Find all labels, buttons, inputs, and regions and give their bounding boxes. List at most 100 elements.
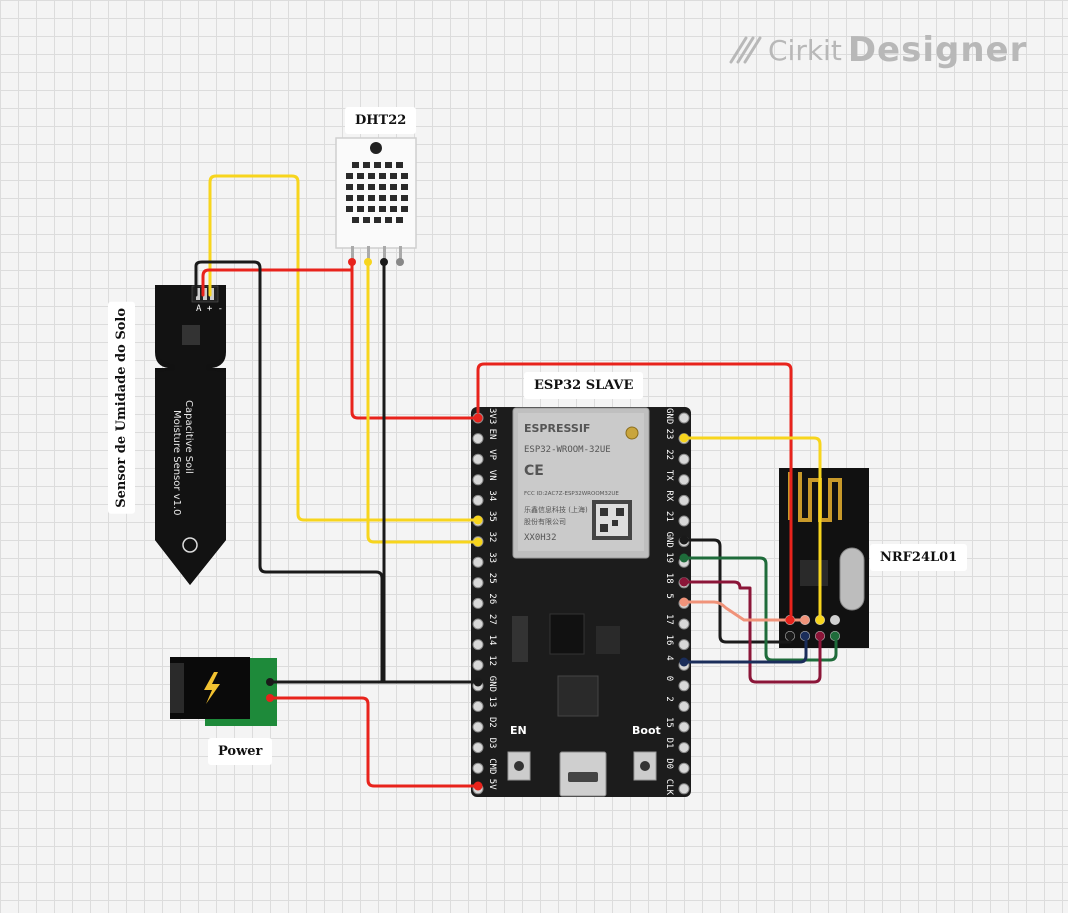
cirkit-designer-logo: Cirkit Designer	[728, 30, 1027, 70]
wire-nrf-mosi	[682, 436, 822, 622]
esp32-right-pin-label: 22	[664, 449, 674, 460]
esp32-left-pin-label: 13	[487, 696, 497, 707]
logo-name-bold: Designer	[847, 30, 1028, 70]
esp32-right-pin-label: 0	[664, 676, 674, 681]
esp32-right-pin-10[interactable]	[678, 618, 690, 630]
esp32-right-pin-17[interactable]	[678, 762, 690, 774]
wire-nrf-vcc	[476, 362, 793, 622]
esp32-left-pin-17[interactable]	[472, 762, 484, 774]
esp32-right-pin-label: 5	[664, 593, 674, 598]
svg-text:A + -: A + -	[196, 304, 223, 314]
esp32-right-pin-label: 21	[664, 511, 674, 522]
esp32-right-pin-4[interactable]	[678, 494, 690, 506]
svg-text:CE: CE	[524, 463, 544, 479]
wire-soil-vcc	[201, 268, 354, 297]
esp32-left-pin-11[interactable]	[472, 639, 484, 651]
esp32-left-pin-label: 3V3	[487, 408, 497, 424]
wire-nrf-miso	[682, 556, 838, 662]
esp32-right-pin-14[interactable]	[678, 700, 690, 712]
soil-moisture-sensor[interactable]: A + - Capacitive Soil Moisture Sensor v1…	[155, 285, 226, 585]
esp32-left-pin-label: 27	[487, 614, 497, 625]
esp32-right-pin-11[interactable]	[678, 639, 690, 651]
en-button-label: EN	[510, 724, 527, 737]
esp32-right-pin-label: D1	[664, 738, 674, 749]
wire-endpoints	[266, 258, 840, 791]
esp32-right-pin-label: 16	[664, 635, 674, 646]
esp32-board[interactable]: ESPRESSIF ESP32-WROOM-32UE CE FCC ID:2AC…	[471, 407, 691, 797]
esp32-right-pin-3[interactable]	[678, 474, 690, 486]
esp32-right-pin-label: 23	[664, 429, 674, 440]
wire-power-5v	[268, 696, 480, 788]
esp32-left-pin-label: EN	[487, 429, 497, 440]
esp32-left-pin-8[interactable]	[472, 577, 484, 589]
en-button[interactable]	[507, 751, 531, 781]
esp32-right-pin-label: 18	[664, 573, 674, 584]
esp32-left-pin-14[interactable]	[472, 700, 484, 712]
esp32-module-model: ESP32-WROOM-32UE	[524, 445, 611, 455]
wire-soil-gnd	[194, 260, 384, 684]
esp32-right-pin-label: GND	[664, 532, 674, 548]
wire-nrf-ce	[682, 634, 808, 664]
esp32-left-pin-label: D2	[487, 717, 497, 728]
esp32-left-pin-label: VN	[487, 470, 497, 481]
esp32-left-pin-label: CMD	[487, 758, 497, 774]
antenna-connector-icon	[625, 426, 639, 440]
wires	[194, 174, 838, 788]
dht22-sensor[interactable]	[335, 137, 417, 262]
esp32-right-pin-label: RX	[664, 490, 674, 501]
esp32-left-pin-3[interactable]	[472, 474, 484, 486]
wire-nrf-gnd	[682, 538, 792, 644]
esp32-left-pin-label: 14	[487, 635, 497, 646]
esp32-left-pin-1[interactable]	[472, 433, 484, 445]
esp32-left-pin-label: 32	[487, 532, 497, 543]
power-jack[interactable]	[170, 657, 277, 726]
esp32-left-pin-label: 25	[487, 573, 497, 584]
esp32-right-pin-label: 2	[664, 696, 674, 701]
esp32-module-brand: ESPRESSIF	[524, 422, 590, 435]
esp32-right-pin-15[interactable]	[678, 721, 690, 733]
esp32-left-pin-15[interactable]	[472, 721, 484, 733]
wire-dht-data	[366, 260, 480, 544]
boot-button[interactable]	[633, 751, 657, 781]
soil-sensor-pins[interactable]	[196, 288, 214, 300]
wire-nrf-csn	[682, 600, 807, 622]
logo-name-light: Cirkit	[768, 33, 842, 67]
esp32-label: ESP32 SLAVE	[524, 372, 644, 399]
esp32-right-pin-label: 4	[664, 655, 674, 660]
esp32-left-pin-16[interactable]	[472, 742, 484, 754]
esp32-left-pin-4[interactable]	[472, 494, 484, 506]
esp32-right-pin-13[interactable]	[678, 680, 690, 692]
esp32-right-pin-label: CLK	[664, 779, 674, 796]
esp32-right-pin-label: TX	[664, 470, 674, 481]
esp32-left-pin-label: 12	[487, 655, 497, 666]
esp32-left-pin-label: 5V	[487, 779, 497, 790]
wire-dht-vcc	[350, 260, 480, 420]
wire-soil-signal	[208, 174, 480, 522]
esp32-left-pin-label: GND	[487, 676, 497, 692]
wire-nrf-sck	[682, 580, 822, 684]
esp32-right-pin-18[interactable]	[678, 783, 690, 795]
esp32-right-pin-label: 17	[664, 614, 674, 625]
esp32-left-pin-7[interactable]	[472, 556, 484, 568]
usb-port[interactable]	[559, 751, 607, 797]
lightning-icon	[204, 672, 220, 704]
esp32-left-pin-label: 34	[487, 490, 497, 501]
esp32-left-pin-9[interactable]	[472, 597, 484, 609]
cirkit-logo-icon	[729, 36, 762, 64]
esp32-right-pin-16[interactable]	[678, 742, 690, 754]
esp32-left-pin-12[interactable]	[472, 659, 484, 671]
esp32-left-pin-2[interactable]	[472, 453, 484, 465]
soil-sensor-line2: Moisture Sensor v1.0	[171, 410, 182, 516]
esp32-left-pin-10[interactable]	[472, 618, 484, 630]
boot-button-label: Boot	[632, 724, 661, 737]
esp32-right-pin-2[interactable]	[678, 453, 690, 465]
nrf24l01-label: NRF24L01	[870, 544, 968, 571]
esp32-right-pin-5[interactable]	[678, 515, 690, 527]
esp32-module-cn1: 乐鑫信息科技 (上海)	[524, 505, 588, 514]
esp32-left-pin-label: VP	[487, 449, 497, 460]
esp32-left-pin-label: 26	[487, 593, 497, 604]
esp32-right-pin-0[interactable]	[678, 412, 690, 424]
esp32-module-fcc: FCC ID:2AC7Z-ESP32WROOM32UE	[524, 491, 619, 497]
esp32-module-code: XX0H32	[524, 533, 557, 543]
